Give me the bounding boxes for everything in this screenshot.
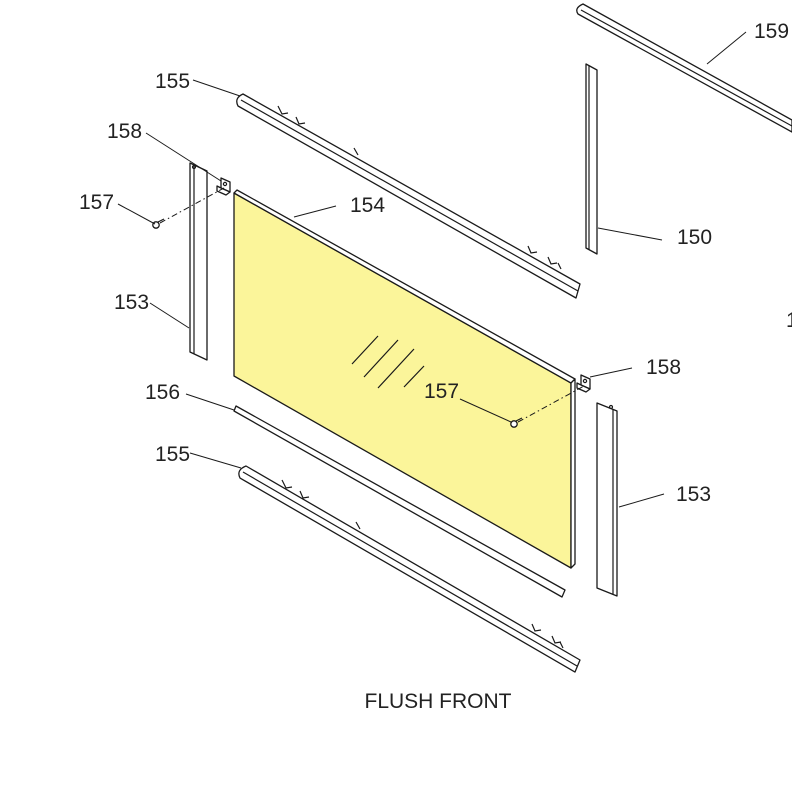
part-157-right-screw [510,385,585,428]
part-154-glass-panel [233,189,576,569]
callout-155-top: 155 [155,70,190,93]
part-150-trim-strip [585,63,598,255]
glass-reflection-marks [351,335,425,389]
callout-153-left: 153 [114,291,149,314]
part-158-right-bracket [576,374,591,393]
callout-leader-lines [117,31,747,508]
callout-154: 154 [350,194,385,217]
part-159-rod [576,3,792,133]
part-157-left-screw [152,187,225,229]
callout-158-left: 158 [107,120,142,143]
diagram-caption: FLUSH FRONT [365,690,512,713]
callout-155-bottom: 155 [155,443,190,466]
callout-158-right: 158 [646,356,681,379]
part-155-bottom-rail [238,465,581,673]
part-155-top-rail [236,93,581,299]
callout-157-left: 157 [79,191,114,214]
part-153-right-side-trim [596,402,618,597]
callout-157-right: 157 [424,380,459,403]
callout-150: 150 [677,226,712,249]
callout-159: 159 [754,20,789,43]
part-158-left-bracket [216,177,231,196]
glass-face [233,192,572,569]
part-156-bottom-strip [233,405,566,598]
part-153-left-side-trim [189,162,208,361]
callout-153-right: 153 [676,483,711,506]
callout-partial-1: 1 [786,309,792,332]
callout-156: 156 [145,381,180,404]
